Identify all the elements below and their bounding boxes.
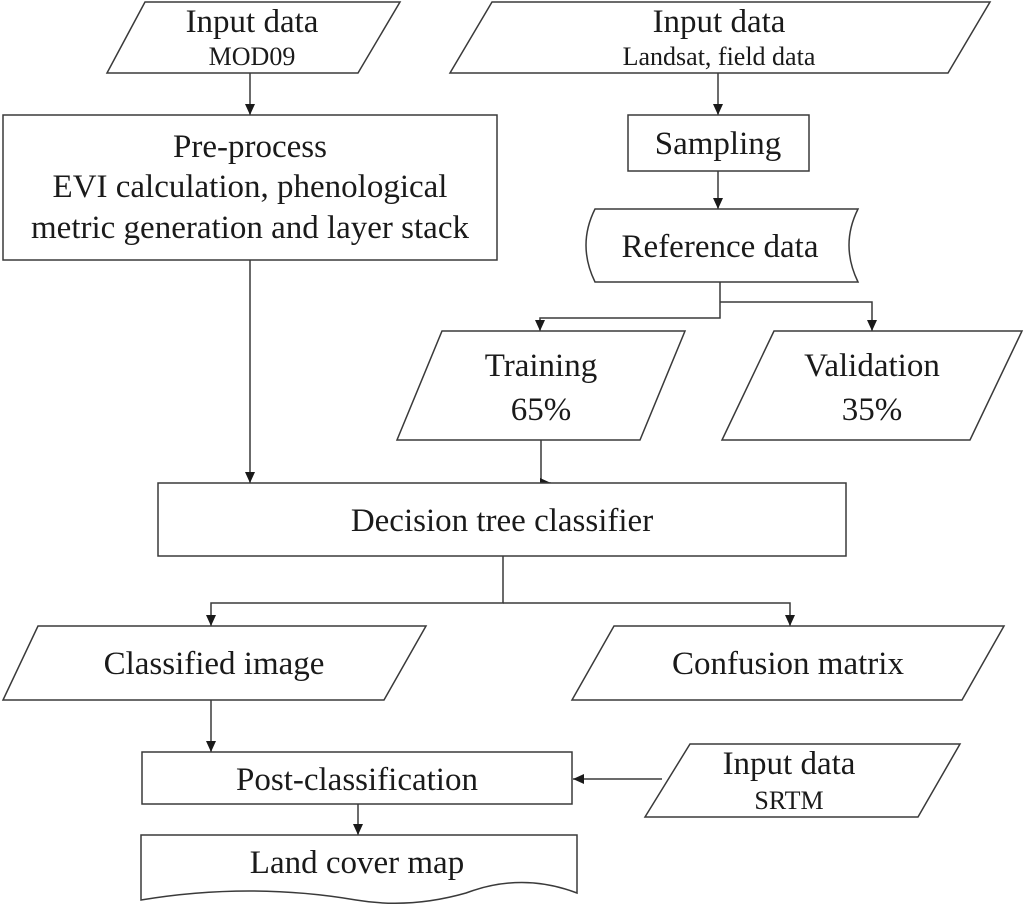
edge-training-to-classifier (540, 440, 551, 488)
parallelogram-shape (395, 330, 687, 441)
edge-classifier-to-confusion (503, 602, 795, 626)
node-post-classification: Post-classification (141, 751, 573, 805)
node-reference-data: Reference data (585, 208, 860, 283)
node-input-landsat: Input data Landsat, field data (448, 1, 992, 74)
edge-reference-to-training (535, 282, 721, 331)
node-label: Reference data (622, 229, 819, 265)
process-box (627, 114, 810, 172)
node-land-cover-map: Land cover map (140, 834, 578, 904)
node-title: Input data (186, 4, 319, 40)
node-label: Classified image (104, 646, 325, 682)
process-box (2, 114, 498, 261)
parallelogram-shape (643, 743, 962, 818)
node-title: Input data (653, 4, 786, 40)
stored-data-shape (585, 208, 860, 283)
edge-reference-to-validation (720, 301, 877, 331)
node-classified-image: Classified image (1, 625, 428, 701)
node-title: Validation (804, 348, 940, 384)
node-title: Training (485, 348, 597, 384)
node-label: Post-classification (236, 762, 478, 798)
parallelogram-shape (1, 625, 428, 701)
parallelogram-shape (570, 625, 1006, 701)
node-label: Confusion matrix (672, 646, 904, 682)
connectors (206, 73, 877, 835)
document-shape (140, 834, 578, 904)
node-label: Land cover map (250, 845, 464, 881)
node-input-srtm: Input data SRTM (643, 743, 962, 818)
parallelogram-shape (448, 1, 992, 74)
node-label: Decision tree classifier (351, 503, 653, 539)
node-line-3: metric generation and layer stack (31, 210, 469, 246)
node-line-2: EVI calculation, phenological (53, 169, 448, 205)
node-decision-tree-classifier: Decision tree classifier (157, 482, 847, 557)
edge-classifier-to-classified (206, 556, 504, 626)
node-title: Input data (723, 746, 856, 782)
node-subtitle: 35% (842, 392, 903, 428)
node-input-mod09: Input data MOD09 (105, 1, 402, 74)
node-label: Sampling (655, 126, 782, 162)
parallelogram-shape (105, 1, 402, 74)
node-validation: Validation 35% (720, 330, 1024, 441)
node-confusion-matrix: Confusion matrix (570, 625, 1006, 701)
process-box (141, 751, 573, 805)
node-sampling: Sampling (627, 114, 810, 172)
node-subtitle: Landsat, field data (623, 42, 816, 71)
node-subtitle: SRTM (754, 786, 823, 815)
node-line-1: Pre-process (173, 129, 327, 165)
node-preprocess: Pre-process EVI calculation, phenologica… (2, 114, 498, 261)
process-box (157, 482, 847, 557)
node-subtitle: MOD09 (209, 42, 296, 71)
parallelogram-shape (720, 330, 1024, 441)
node-training: Training 65% (395, 330, 687, 441)
node-subtitle: 65% (511, 392, 572, 428)
